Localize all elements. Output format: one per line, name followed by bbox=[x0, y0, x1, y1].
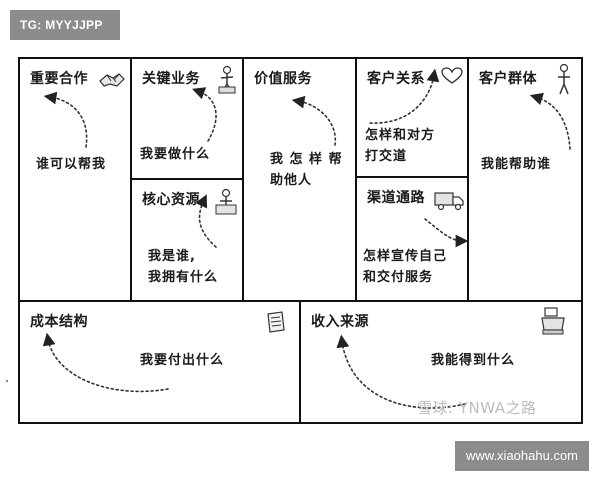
revenue-streams-title: 收入来源 bbox=[311, 314, 369, 330]
cell-cost-structure: 成本结构 我要付出什么 bbox=[20, 302, 301, 422]
key-partners-title: 重要合作 bbox=[30, 71, 88, 87]
cell-key-resources: 核心资源 我是谁, 我拥有什么 bbox=[132, 180, 244, 302]
handshake-icon bbox=[99, 73, 125, 87]
site-badge: www.xiaohahu.com bbox=[455, 441, 589, 471]
customer-relationships-title: 客户关系 bbox=[367, 71, 425, 87]
channels-desc-line2: 和交付服务 bbox=[363, 270, 434, 285]
customer-segments-desc: 我能帮助谁 bbox=[481, 157, 552, 172]
business-model-canvas: 重要合作 谁可以帮我 关键业务 我要做什么 核心资源 我是谁, 我拥有什么 价值… bbox=[18, 57, 583, 424]
value-propositions-desc-line1: 我 怎 样 帮 bbox=[270, 152, 343, 167]
cost-structure-desc: 我要付出什么 bbox=[140, 353, 225, 368]
person-at-desk-icon bbox=[215, 188, 237, 215]
channels-desc-line1: 怎样宣传自己 bbox=[363, 249, 448, 264]
cost-structure-title: 成本结构 bbox=[30, 314, 88, 330]
customer-segments-title: 客户群体 bbox=[479, 71, 537, 87]
heart-icon bbox=[441, 67, 463, 84]
key-resources-desc-line1: 我是谁, bbox=[148, 249, 196, 264]
key-activities-title: 关键业务 bbox=[142, 71, 200, 87]
key-activities-desc: 我要做什么 bbox=[140, 147, 211, 162]
cash-register-icon bbox=[541, 307, 565, 335]
worker-icon bbox=[218, 65, 236, 94]
customer-relationships-desc-line1: 怎样和对方 bbox=[365, 128, 436, 143]
channels-title: 渠道通路 bbox=[367, 190, 425, 206]
cell-customer-relationships: 客户关系 怎样和对方 打交道 bbox=[357, 59, 469, 178]
stray-dot bbox=[6, 380, 8, 382]
cell-value-propositions: 价值服务 我 怎 样 帮 助他人 bbox=[244, 59, 357, 302]
value-propositions-title: 价值服务 bbox=[254, 71, 312, 87]
tg-badge: TG: MYYJJPP bbox=[10, 10, 120, 40]
receipt-icon bbox=[267, 311, 285, 333]
key-partners-desc: 谁可以帮我 bbox=[36, 157, 107, 172]
cell-key-partners: 重要合作 谁可以帮我 bbox=[20, 59, 132, 302]
cell-customer-segments: 客户群体 我能帮助谁 bbox=[469, 59, 581, 302]
standing-person-icon bbox=[558, 63, 570, 95]
cell-key-activities: 关键业务 我要做什么 bbox=[132, 59, 244, 180]
key-resources-title: 核心资源 bbox=[142, 192, 200, 208]
truck-icon bbox=[434, 192, 464, 211]
watermark: 雪球: YNWA之路 bbox=[417, 399, 537, 417]
key-resources-desc-line2: 我拥有什么 bbox=[148, 270, 219, 285]
customer-relationships-desc-line2: 打交道 bbox=[365, 149, 408, 164]
revenue-streams-desc: 我能得到什么 bbox=[431, 353, 516, 368]
cell-channels: 渠道通路 怎样宣传自己 和交付服务 bbox=[357, 178, 469, 302]
value-propositions-desc-line2: 助他人 bbox=[270, 173, 313, 188]
